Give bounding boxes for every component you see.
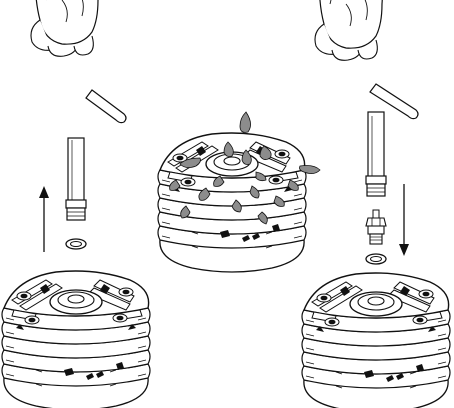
arrow-down-icon [399,184,409,256]
panel-clean-cylinder-head [158,112,320,272]
panel-install-glow-plug [302,0,450,408]
wrench-handle [86,90,126,123]
panel-remove-glow-plug [2,0,150,408]
hand-icon [31,0,98,56]
cylinder-head-icon [2,271,150,408]
wrench-icon [366,112,386,196]
glow-plug-icon [366,210,386,244]
cylinder-head-icon [302,273,450,408]
washer-icon [366,254,386,264]
hand-icon [315,0,382,60]
washer-icon [66,239,86,249]
arrow-up-icon [39,186,49,252]
wrench-icon [66,138,86,220]
